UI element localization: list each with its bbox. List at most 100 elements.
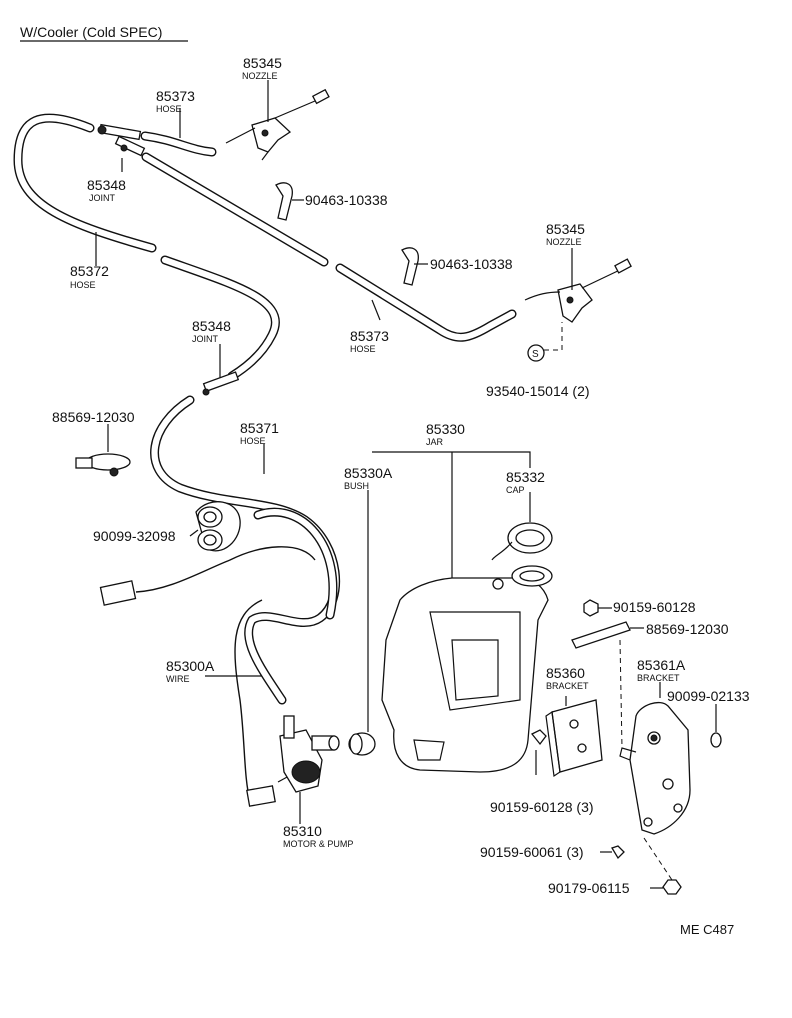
part-number: 85371 xyxy=(240,420,279,436)
joint-top xyxy=(97,123,146,157)
part-name: CAP xyxy=(506,485,525,495)
part-name: HOSE xyxy=(156,104,182,114)
part-number: 90179-06115 xyxy=(548,880,630,896)
part-number: 90463-10338 xyxy=(305,192,388,208)
label-bolt-top: 90159-60128 xyxy=(613,599,696,615)
part-number: 90159-60061 (3) xyxy=(480,844,584,860)
part-name: HOSE xyxy=(350,344,376,354)
part-name: BRACKET xyxy=(637,673,680,683)
part-number: 90099-02133 xyxy=(667,688,750,704)
clip-2 xyxy=(401,247,419,286)
part-name: JOINT xyxy=(192,334,219,344)
part-number: 85300A xyxy=(166,658,215,674)
label-wire: 85300A WIRE xyxy=(166,658,215,684)
wire-85300a xyxy=(99,546,316,807)
part-number: 85330 xyxy=(426,421,465,437)
bracket-85361a xyxy=(619,639,691,835)
label-clip-1: 90463-10338 xyxy=(305,192,388,208)
part-number: 85360 xyxy=(546,665,585,681)
part-name: HOSE xyxy=(240,436,266,446)
part-name: MOTOR & PUMP xyxy=(283,839,353,849)
part-name: BUSH xyxy=(344,481,369,491)
label-bracket-a: 85361A BRACKET xyxy=(637,657,686,683)
leader-lines xyxy=(95,80,573,824)
label-clamp-right: 88569-12030 xyxy=(646,621,729,637)
part-number: 85373 xyxy=(156,88,195,104)
label-joint-top: 85348 JOINT xyxy=(87,177,126,203)
label-nozzle-top: 85345 NOZZLE xyxy=(242,55,282,81)
reference-code: ME C487 xyxy=(680,922,734,937)
part-number: 85345 xyxy=(546,221,585,237)
part-number: 85330A xyxy=(344,465,393,481)
label-clamp-left: 88569-12030 xyxy=(52,409,135,425)
label-nut-small: 90099-02133 xyxy=(667,688,750,704)
label-clip-2: 90463-10338 xyxy=(430,256,513,272)
part-number: 90099-32098 xyxy=(93,528,176,544)
nozzle-right xyxy=(524,258,632,323)
bracket-85360 xyxy=(530,696,603,778)
label-joint-mid: 85348 JOINT xyxy=(192,318,231,344)
clip-1 xyxy=(275,182,293,221)
label-nozzle-right: 85345 NOZZLE xyxy=(546,221,585,247)
label-nut-low: 90179-06115 xyxy=(548,880,630,896)
jar xyxy=(372,451,553,773)
part-number: 85348 xyxy=(192,318,231,334)
diagram-title: W/Cooler (Cold SPEC) xyxy=(20,24,162,40)
label-grommet: 90099-32098 xyxy=(93,528,176,544)
label-hose-mid: 85373 HOSE xyxy=(350,328,389,354)
part-name: JAR xyxy=(426,437,444,447)
label-bolt-mid: 90159-60128 (3) xyxy=(490,799,594,815)
part-name: WIRE xyxy=(166,674,190,684)
hose-85372-right xyxy=(160,255,280,381)
part-number: 85310 xyxy=(283,823,322,839)
part-number: 85348 xyxy=(87,177,126,193)
clamp-right xyxy=(571,621,644,649)
bolt-top xyxy=(583,599,612,617)
grommet xyxy=(195,501,241,552)
part-number: 85372 xyxy=(70,263,109,279)
part-number: 88569-12030 xyxy=(646,621,729,637)
nut-low xyxy=(643,837,682,895)
part-number: 85373 xyxy=(350,328,389,344)
label-hose-left: 85372 HOSE xyxy=(70,263,109,290)
label-jar: 85330 JAR xyxy=(426,421,465,447)
hose-85371-outer xyxy=(253,507,338,620)
part-name: BRACKET xyxy=(546,681,589,691)
bolt-low xyxy=(600,845,625,860)
hose-85373-long-b xyxy=(335,263,517,342)
label-cap: 85332 CAP xyxy=(506,469,545,495)
joint-mid xyxy=(202,371,240,396)
svg-text:S: S xyxy=(532,349,539,360)
bush xyxy=(348,490,376,756)
part-number: 90159-60128 xyxy=(613,599,696,615)
part-number: 85361A xyxy=(637,657,686,673)
hose-85372-left xyxy=(13,113,157,253)
part-number: 85332 xyxy=(506,469,545,485)
header: W/Cooler (Cold SPEC) xyxy=(20,24,188,42)
part-number: 93540-15014 (2) xyxy=(486,383,590,399)
hose-85373-long-a xyxy=(141,152,329,267)
hose-85373-top xyxy=(140,131,217,157)
part-name: HOSE xyxy=(70,280,96,290)
nozzle-top xyxy=(225,88,330,161)
part-name: NOZZLE xyxy=(546,237,582,247)
label-hose-lower: 85371 HOSE xyxy=(240,420,279,446)
clamp-left xyxy=(75,453,131,477)
part-number: 88569-12030 xyxy=(52,409,135,425)
label-bracket: 85360 BRACKET xyxy=(546,665,589,691)
part-name: NOZZLE xyxy=(242,71,278,81)
part-number: 90463-10338 xyxy=(430,256,513,272)
screw-symbol: S xyxy=(527,322,563,362)
label-bolt-low: 90159-60061 (3) xyxy=(480,844,584,860)
label-screw: 93540-15014 (2) xyxy=(486,383,590,399)
part-number: 85345 xyxy=(243,55,282,71)
cap xyxy=(491,492,553,561)
label-hose-top: 85373 HOSE xyxy=(156,88,195,114)
label-bush: 85330A BUSH xyxy=(344,465,393,491)
part-name: JOINT xyxy=(89,193,116,203)
label-pump: 85310 MOTOR & PUMP xyxy=(283,823,353,849)
nut-small xyxy=(710,704,722,748)
part-number: 90159-60128 (3) xyxy=(490,799,594,815)
motor-pump xyxy=(279,715,340,793)
